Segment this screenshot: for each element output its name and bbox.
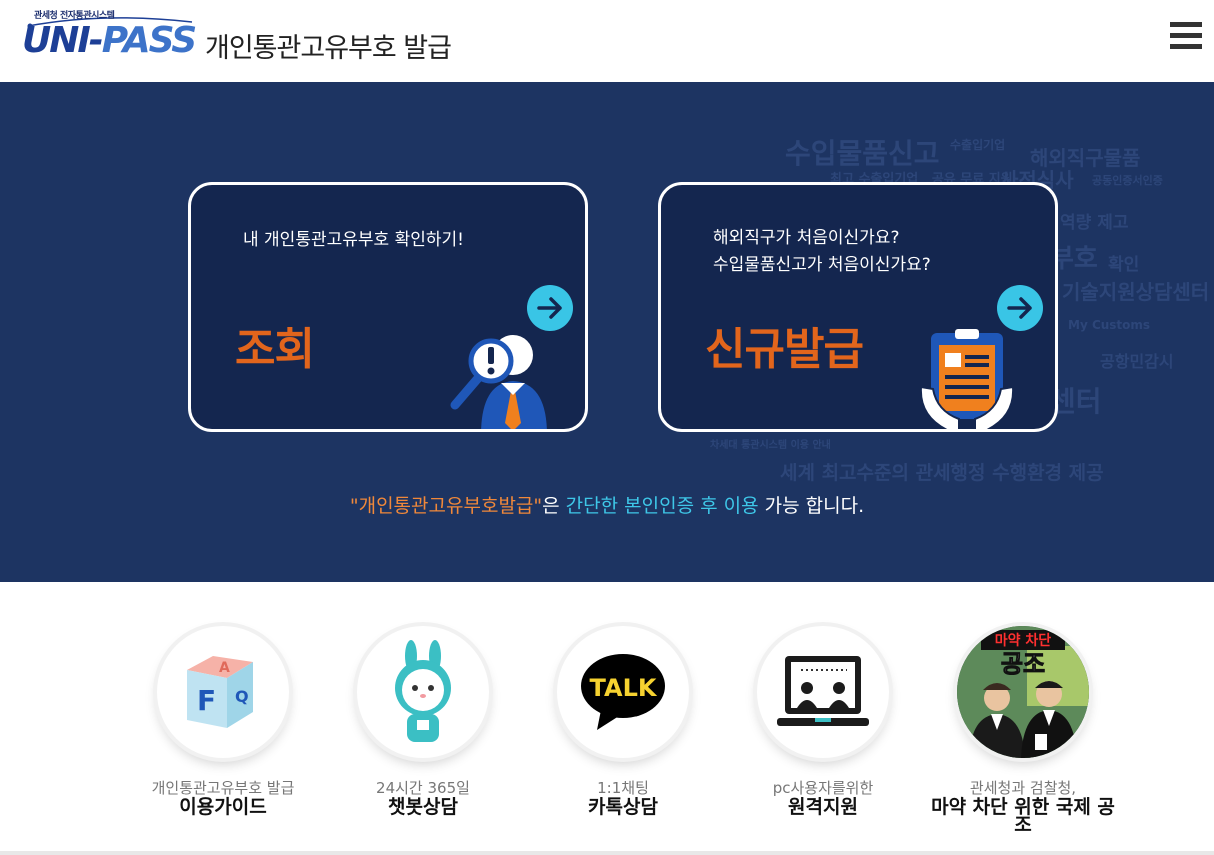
background-wordcloud: 수입물품신고 수출입기업 해외직구물품 최고 수출입기업 공유 무료 지원 사전… [710, 137, 1210, 484]
service-remote-caption: pc사용자를위한 [772, 779, 874, 797]
service-guide-title: 이용가이드 [179, 796, 267, 818]
service-chatbot-caption: 24시간 365일 [376, 779, 470, 797]
unipass-logo[interactable]: 관세청 전자통관시스템 UNI-PASS [22, 8, 202, 68]
service-guide-caption: 개인통관고유부호 발급 [151, 779, 295, 797]
service-drug-cooperation[interactable]: 마약 차단 공조 관세청과 검찰청, 마약 차단 위한 국제 공조 [923, 626, 1123, 846]
hero-note: "개인통관고유부호발급"은 간단한 본인인증 후 이용 가능 합니다. [0, 491, 1214, 518]
new-issue-line2: 수입물품신고가 처음이신가요? [713, 255, 931, 275]
new-issue-title: 신규발급 [705, 324, 864, 375]
lookup-description: 내 개인통관고유부호 확인하기! [243, 230, 464, 250]
service-links: A F Q 개인통관고유부호 발급 이용가이드 24시간 365일 챗봇상담 [0, 582, 1214, 855]
image-caption-top: 마약 차단 [995, 632, 1052, 649]
image-caption-main: 공조 [1001, 650, 1045, 678]
logo-uni: UNI- [22, 20, 104, 61]
service-drug-title: 마약 차단 위한 국제 공조 [931, 796, 1115, 836]
svg-text:Q: Q [235, 687, 249, 706]
service-chatbot[interactable]: 24시간 365일 챗봇상담 [323, 626, 523, 846]
talk-badge: TALK [590, 674, 658, 702]
magnifier-person-icon [450, 335, 547, 429]
service-drug-caption: 관세청과 검찰청, [969, 779, 1077, 797]
svg-text:A: A [219, 660, 230, 676]
service-remote-title: 원격지원 [788, 796, 858, 818]
note-service-name: "개인통관고유부호발급" [349, 495, 543, 517]
logo-subtitle: 관세청 전자통관시스템 [34, 11, 115, 21]
service-chatbot-title: 챗봇상담 [388, 796, 458, 818]
service-remote[interactable]: pc사용자를위한 원격지원 [723, 626, 923, 846]
new-issue-card[interactable]: 해외직구가 처음이신가요? 수입물품신고가 처음이신가요? 신규발급 [658, 182, 1058, 432]
kakaotalk-icon: TALK [557, 626, 689, 758]
svg-text:F: F [197, 684, 216, 717]
service-kakaotalk-title: 카톡상담 [588, 796, 658, 818]
drug-cooperation-image: 마약 차단 공조 [957, 626, 1089, 758]
new-issue-description: 해외직구가 처음이신가요? 수입물품신고가 처음이신가요? [713, 225, 931, 279]
document-hands-icon [919, 329, 1015, 429]
lookup-arrow-icon[interactable] [527, 285, 573, 331]
note-auth: 간단한 본인인증 후 이용 [565, 495, 759, 517]
logo-wordmark: UNI-PASS [22, 20, 198, 61]
new-issue-line1: 해외직구가 처음이신가요? [713, 228, 900, 248]
hamburger-menu-icon[interactable] [1170, 22, 1204, 56]
new-issue-arrow-icon[interactable] [997, 285, 1043, 331]
bottom-divider [0, 851, 1214, 855]
chatbot-rabbit-icon [357, 626, 489, 758]
hero-banner: 수입물품신고 수출입기업 해외직구물품 최고 수출입기업 공유 무료 지원 사전… [0, 82, 1214, 582]
service-kakaotalk[interactable]: TALK 1:1채팅 카톡상담 [523, 626, 723, 846]
logo-pass: PASS [101, 20, 198, 61]
logo-swoosh-icon [27, 17, 193, 28]
faq-cube-icon: A F Q [157, 626, 289, 758]
lookup-card[interactable]: 내 개인통관고유부호 확인하기! 조회 [188, 182, 588, 432]
note-available: 가능 합니다. [758, 495, 865, 517]
remote-support-icon [757, 626, 889, 758]
service-guide[interactable]: A F Q 개인통관고유부호 발급 이용가이드 [123, 626, 323, 846]
page-header: 관세청 전자통관시스템 UNI-PASS 개인통관고유부호 발급 [0, 0, 1214, 82]
service-kakaotalk-caption: 1:1채팅 [597, 779, 649, 797]
lookup-title: 조회 [235, 324, 315, 375]
page-title: 개인통관고유부호 발급 [205, 33, 452, 64]
note-particle: 은 [542, 495, 566, 517]
